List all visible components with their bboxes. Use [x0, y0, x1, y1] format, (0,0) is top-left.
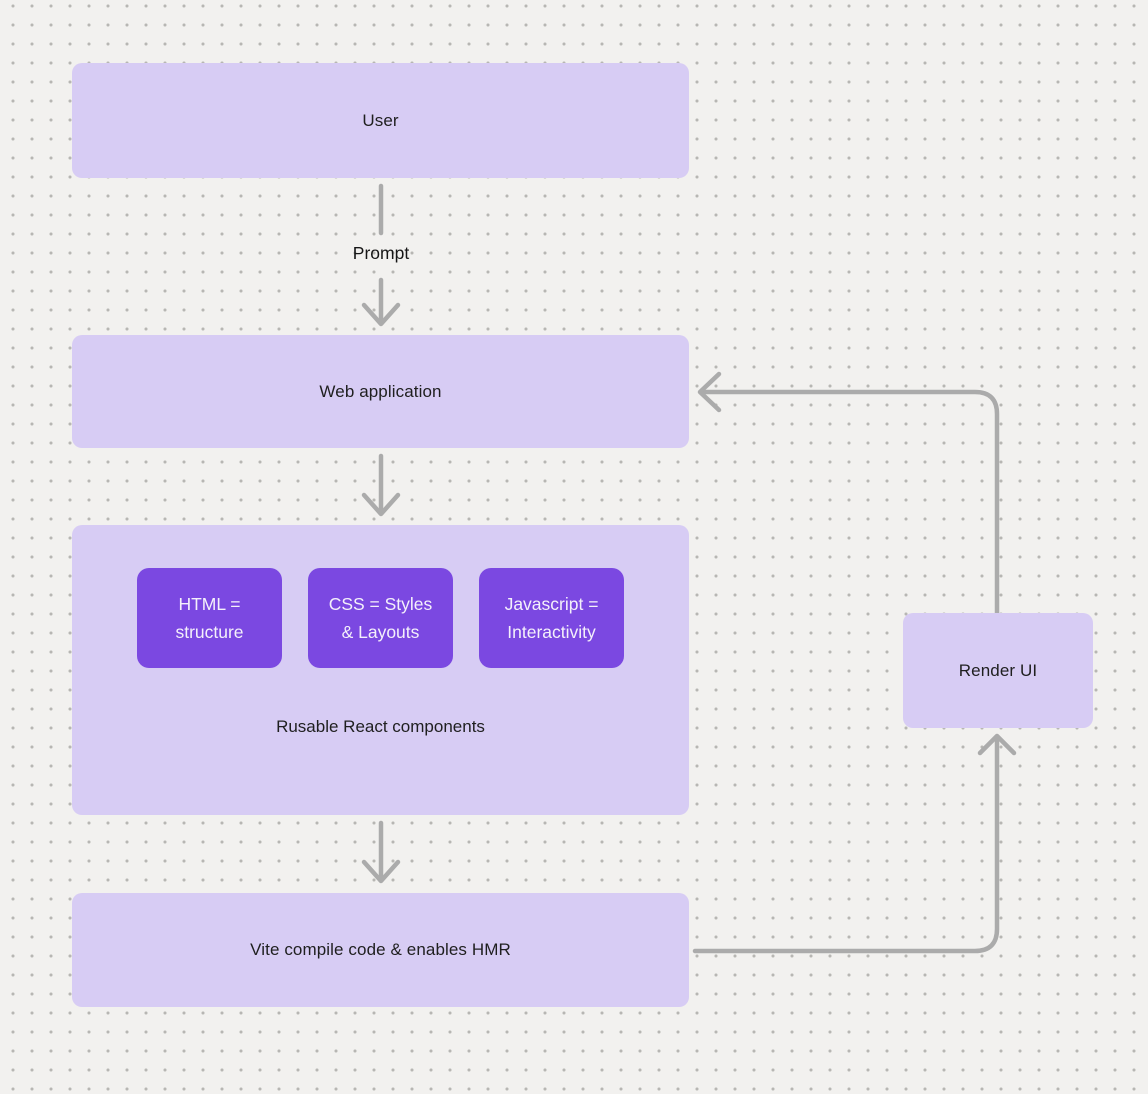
- edge-label-prompt: Prompt: [352, 243, 410, 263]
- arrowhead-up-renderui: [977, 733, 1017, 756]
- node-web-application-label: Web application: [319, 381, 442, 401]
- node-user[interactable]: User: [72, 63, 689, 178]
- chip-css-line2: & Layouts: [341, 622, 420, 642]
- node-vite[interactable]: Vite compile code & enables HMR: [72, 893, 689, 1007]
- chip-javascript-line2: Interactivity: [507, 622, 596, 642]
- chip-html-line1: HTML =: [178, 594, 241, 614]
- components-group-caption: Rusable React components: [276, 717, 485, 736]
- connector-renderui-webapp: [700, 389, 1000, 616]
- chip-javascript-line1: Javascript =: [504, 594, 599, 614]
- arrowhead-left-webapp: [697, 371, 722, 413]
- node-user-label: User: [362, 110, 399, 130]
- components-chip-row: HTML = structure CSS = Styles & Layouts …: [72, 568, 689, 668]
- chip-css-line1: CSS = Styles: [328, 594, 433, 614]
- node-render-ui[interactable]: Render UI: [903, 613, 1093, 728]
- arrowhead-down-components: [361, 492, 401, 517]
- arrowhead-down-vite: [361, 859, 401, 884]
- chip-html-line2: structure: [175, 622, 244, 642]
- chip-css[interactable]: CSS = Styles & Layouts: [308, 568, 453, 668]
- node-render-ui-label: Render UI: [958, 660, 1038, 680]
- arrowhead-down-webapp: [361, 302, 401, 327]
- node-web-application[interactable]: Web application: [72, 335, 689, 448]
- node-vite-label: Vite compile code & enables HMR: [250, 940, 511, 959]
- chip-html[interactable]: HTML = structure: [137, 568, 282, 668]
- connector-vite-renderui: [692, 738, 1000, 954]
- chip-javascript[interactable]: Javascript = Interactivity: [479, 568, 624, 668]
- node-components-group[interactable]: HTML = structure CSS = Styles & Layouts …: [72, 525, 689, 815]
